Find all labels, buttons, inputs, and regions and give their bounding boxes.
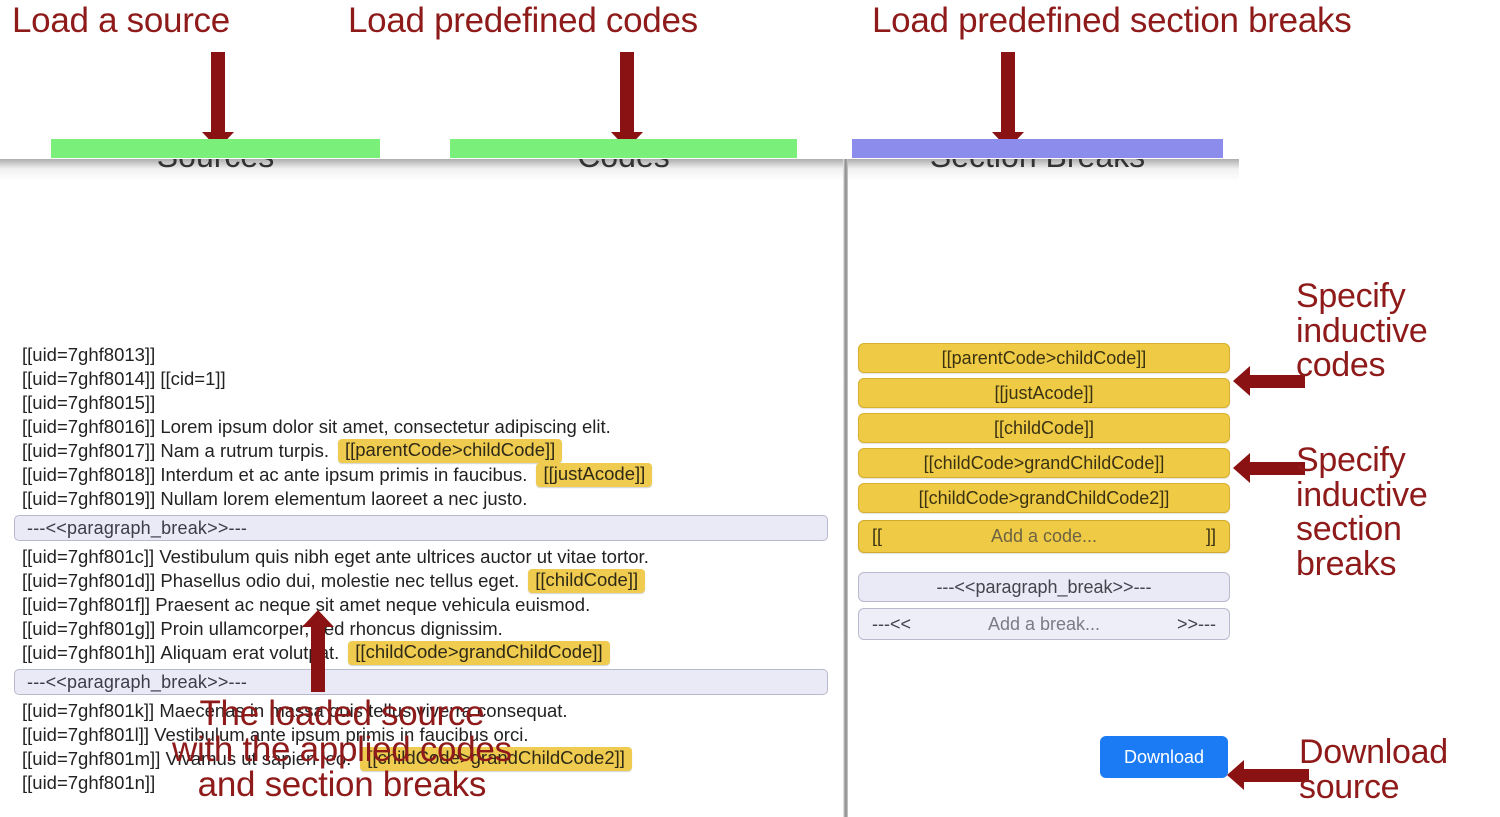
source-line-uid: [[uid=7ghf801c]] [22,545,155,567]
annotation-download-source: Download source [1299,733,1448,806]
source-line-text: Vestibulum ante ipsum primis in faucibus… [149,723,529,745]
arrow-loaded-source [302,610,334,692]
break-placeholder: Add a break... [987,613,1101,634]
break-prefix: ---<< [872,613,912,634]
applied-code-pill[interactable]: [[justAcode]] [536,463,653,487]
code-prefix: [[ [872,526,883,546]
annotation-load-breaks: Load predefined section breaks [872,1,1352,40]
annotation-load-source: Load a source [12,1,230,40]
source-line-text: Vivamus ut sapien leo. [160,747,352,769]
source-line[interactable]: [[uid=7ghf8013]] [0,343,843,367]
source-line-uid: [[uid=7ghf801k]] [22,699,155,721]
app-window: Sources Codes Section Breaks [[uid=7ghf8… [0,159,1239,817]
section-breaks-panel: [[parentCode>childCode]] [[justAcode]] [[c… [848,337,1239,817]
source-line[interactable]: [[uid=7ghf801n]] [0,771,843,795]
applied-code-pill[interactable]: [[childCode>grandChildCode2]] [360,747,632,771]
arrow-download-source [1227,760,1309,790]
source-line[interactable]: [[uid=7ghf801c]] Vestibulum quis nibh eg… [0,545,843,569]
source-line[interactable]: [[uid=7ghf8017]] Nam a rutrum turpis. [[p… [0,439,843,463]
source-line[interactable]: [[uid=7ghf8016]] Lorem ipsum dolor sit a… [0,415,843,439]
source-line-uid: [[uid=7ghf801n]] [22,771,156,793]
arrow-load-breaks [992,52,1024,149]
annotation-load-codes: Load predefined codes [348,1,698,40]
arrow-load-source [202,52,234,149]
arrow-specify-codes [1233,366,1305,396]
source-line-uid: [[uid=7ghf801m]] [22,747,161,769]
predefined-code-button[interactable]: [[childCode>grandChildCode]] [858,448,1230,478]
source-line[interactable]: [[uid=7ghf801f]] Praesent ac neque sit a… [0,593,843,617]
annotation-specify-codes: Specify inductive codes [1296,277,1428,385]
annotation-loaded-source: The loaded source with the applied codes… [172,694,512,805]
highlight-section-breaks-tab [852,139,1223,158]
source-line-uid: [[uid=7ghf8018]] [22,463,156,485]
annotation-specify-breaks: Specify inductive section breaks [1296,441,1428,584]
source-line[interactable]: [[uid=7ghf8019]] Nullam lorem elementum … [0,487,843,511]
source-line[interactable]: [[uid=7ghf801m]] Vivamus ut sapien leo. [… [0,747,843,771]
source-line-text: Phasellus odio dui, molestie nec tellus … [155,569,520,591]
source-line-text: Proin ullamcorper, sed rhoncus dignissim… [155,617,503,639]
highlight-codes-tab [450,139,797,158]
source-line[interactable]: [[uid=7ghf801g]] Proin ullamcorper, sed … [0,617,843,641]
source-paragraph-break[interactable]: ---<<paragraph_break>>--- [14,515,828,541]
source-line-uid: [[uid=7ghf8019]] [22,487,156,509]
panel-divider[interactable] [843,159,848,817]
source-line-uid: [[uid=7ghf8017]] [22,439,156,461]
break-suffix: >>--- [1176,613,1216,634]
source-line-uid: [[uid=7ghf8016]] [22,415,156,437]
predefined-break-button[interactable]: ---<<paragraph_break>>--- [858,572,1230,602]
predefined-code-button[interactable]: [[childCode>grandChildCode2]] [858,483,1230,513]
tab-sources[interactable]: Sources [51,159,380,175]
source-line-uid: [[uid=7ghf801f]] [22,593,151,615]
source-line[interactable]: [[uid=7ghf801l]] Vestibulum ante ipsum p… [0,723,843,747]
source-line-uid: [[uid=7ghf801l]] [22,723,150,745]
add-break-input[interactable]: ---<< Add a break... >>--- [858,608,1230,640]
source-line-uid: [[uid=7ghf8013]] [22,343,156,365]
source-line-uid: [[uid=7ghf801h]] [22,641,156,663]
code-suffix: ]] [1205,526,1216,546]
add-code-input[interactable]: [[ Add a code...]] [858,520,1230,553]
predefined-code-button[interactable]: [[childCode]] [858,413,1230,443]
source-line-text: Lorem ipsum dolor sit amet, consectetur … [155,415,611,437]
source-line-text: Nullam lorem elementum laoreet a nec jus… [155,487,528,509]
source-line-uid: [[uid=7ghf801g]] [22,617,156,639]
tab-codes[interactable]: Codes [450,159,797,175]
source-line-uid: [[uid=7ghf8015]] [22,391,156,413]
source-line-text: [[cid=1]] [155,367,226,389]
predefined-code-button[interactable]: [[justAcode]] [858,378,1230,408]
source-line-text: Vestibulum quis nibh eget ante ultrices … [154,545,649,567]
source-line[interactable]: [[uid=7ghf801h]] Aliquam erat volutpat. [… [0,641,843,665]
source-line-text: Maecenas in massa quis tellus viverra co… [154,699,568,721]
download-button[interactable]: Download [1100,736,1228,778]
code-placeholder: Add a code... [990,526,1098,546]
source-line-uid: [[uid=7ghf8014]] [22,367,156,389]
source-line-text: Nam a rutrum turpis. [155,439,329,461]
predefined-code-button[interactable]: [[parentCode>childCode]] [858,343,1230,373]
source-paragraph-break[interactable]: ---<<paragraph_break>>--- [14,669,828,695]
source-line-text: Praesent ac neque sit amet neque vehicul… [150,593,591,615]
applied-code-pill[interactable]: [[childCode>grandChildCode]] [348,641,610,665]
applied-code-pill[interactable]: [[parentCode>childCode]] [337,439,563,463]
source-text-panel[interactable]: [[uid=7ghf8013]][[uid=7ghf8014]] [[cid=1… [0,337,843,817]
arrow-specify-breaks [1233,453,1305,483]
applied-code-pill[interactable]: [[childCode]] [528,569,646,593]
source-line[interactable]: [[uid=7ghf8018]] Interdum et ac ante ips… [0,463,843,487]
tab-section-breaks[interactable]: Section Breaks [852,159,1223,175]
source-line[interactable]: [[uid=7ghf801k]] Maecenas in massa quis … [0,699,843,723]
source-line-uid: [[uid=7ghf801d]] [22,569,156,591]
source-line[interactable]: [[uid=7ghf8015]] [0,391,843,415]
source-line[interactable]: [[uid=7ghf8014]] [[cid=1]] [0,367,843,391]
highlight-sources-tab [51,139,380,158]
arrow-load-codes [611,52,643,149]
source-line-text: Aliquam erat volutpat. [155,641,340,663]
source-line[interactable]: [[uid=7ghf801d]] Phasellus odio dui, mol… [0,569,843,593]
source-line-text: Interdum et ac ante ipsum primis in fauc… [155,463,528,485]
